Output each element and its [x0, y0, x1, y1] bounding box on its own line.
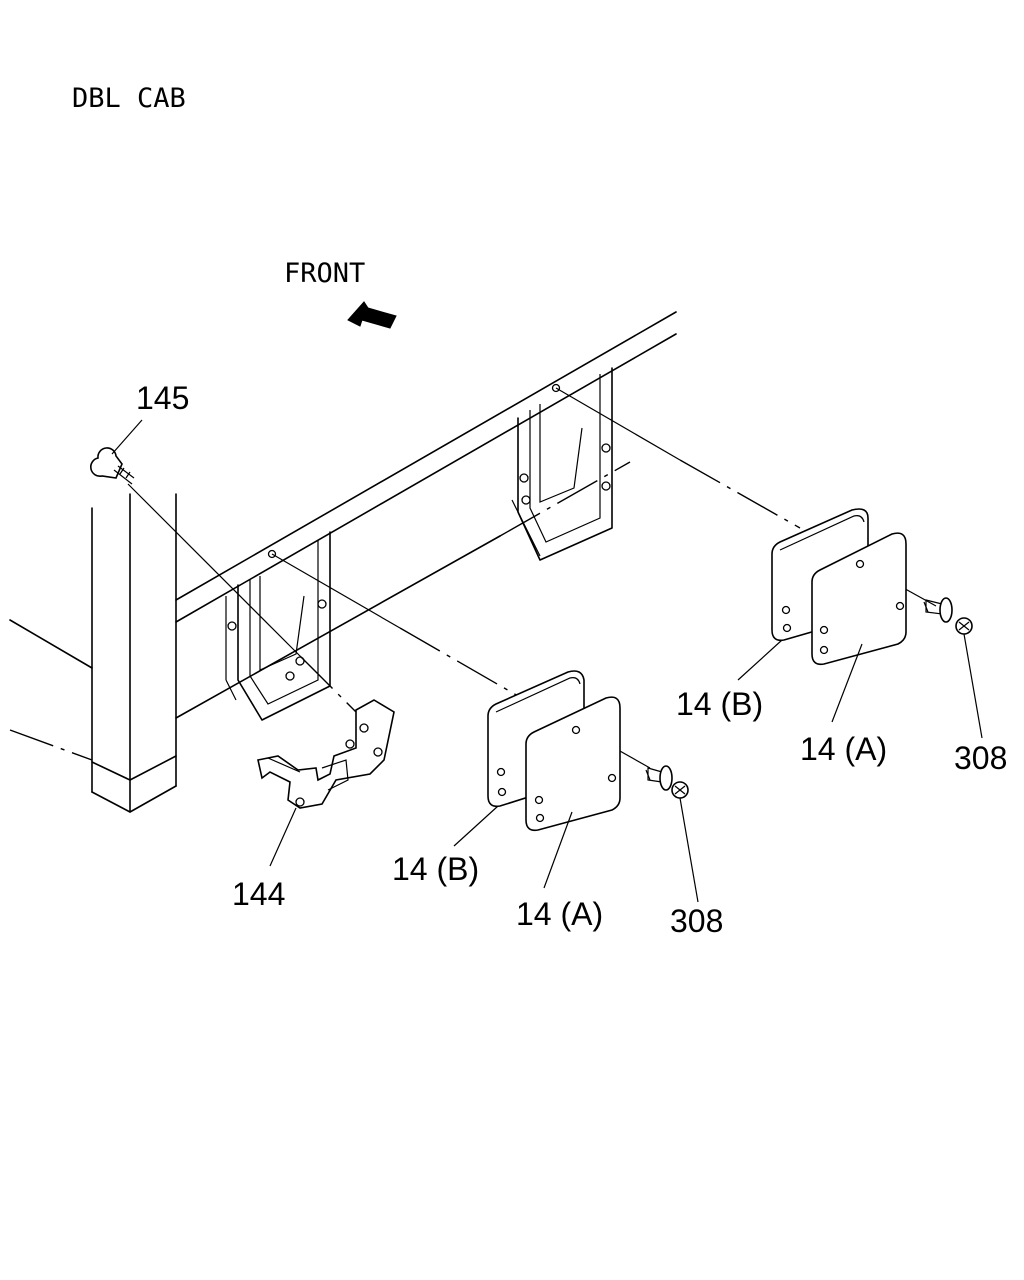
front-arrow-icon	[347, 301, 397, 329]
cab-pillar	[9, 493, 177, 813]
bracket-144	[257, 699, 395, 809]
leader-left-14a	[543, 811, 573, 889]
leader-left-308	[679, 797, 699, 903]
callout-left-308: 308	[670, 903, 723, 939]
leader-144	[269, 807, 297, 867]
bolt-145	[89, 447, 135, 485]
cab-variant-title: DBL CAB	[72, 83, 186, 114]
leader-right-14a	[831, 643, 863, 723]
frame-rail	[175, 311, 677, 719]
right-frame-hanger	[511, 367, 613, 561]
left-bolt-308	[645, 765, 689, 799]
leader-right-308	[963, 633, 983, 739]
callout-right-14a: 14 (A)	[800, 731, 887, 767]
left-plate-14a	[525, 696, 621, 832]
right-bolt-308	[923, 597, 973, 635]
callout-145: 145	[136, 380, 189, 416]
leader-145	[111, 419, 143, 455]
right-plate-14a	[811, 532, 907, 666]
left-frame-hanger	[225, 531, 331, 721]
leader-left-14b	[453, 805, 499, 847]
callout-right-14b: 14 (B)	[676, 686, 763, 722]
callout-144: 144	[232, 876, 285, 912]
assembly-guide-lines	[127, 387, 937, 769]
callout-left-14b: 14 (B)	[392, 851, 479, 887]
callout-right-308: 308	[954, 740, 1007, 776]
front-direction-label: FRONT	[284, 258, 365, 289]
callout-left-14a: 14 (A)	[516, 896, 603, 932]
leader-right-14b	[737, 639, 783, 681]
